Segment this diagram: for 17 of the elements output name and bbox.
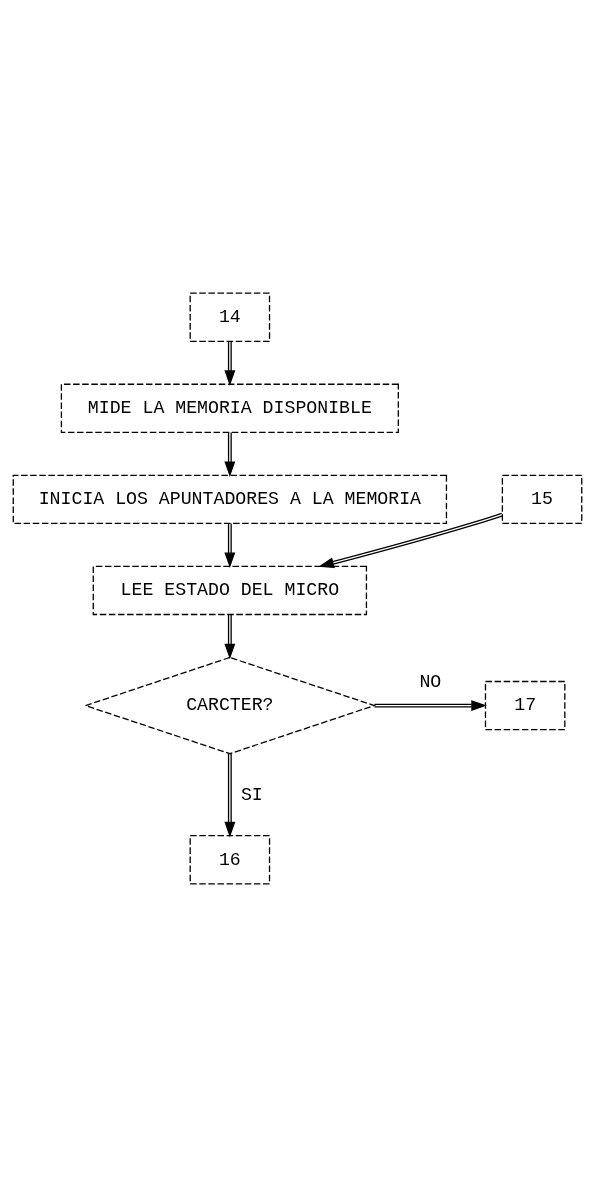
- node-box: INICIA LOS APUNTADORES A LA MEMORIA: [12, 474, 448, 525]
- arrow: [224, 340, 236, 386]
- arrow: [373, 700, 487, 712]
- arrow: [224, 522, 236, 569]
- arrow: [224, 431, 236, 478]
- node-box: 16: [189, 835, 271, 885]
- node-box: 15: [501, 474, 583, 525]
- node-box: 14: [189, 292, 271, 342]
- node-box: MIDE LA MEMORIA DISPONIBLE: [60, 383, 399, 434]
- edge-label: NO: [419, 671, 442, 692]
- edge-label: SI: [240, 785, 263, 806]
- node-diamond: CARCTER?: [83, 656, 377, 755]
- node-box: LEE ESTADO DEL MICRO: [92, 565, 368, 616]
- node-box: 17: [484, 680, 566, 731]
- arrow: [224, 753, 236, 838]
- arrow: [224, 613, 236, 660]
- arrow: [318, 512, 504, 569]
